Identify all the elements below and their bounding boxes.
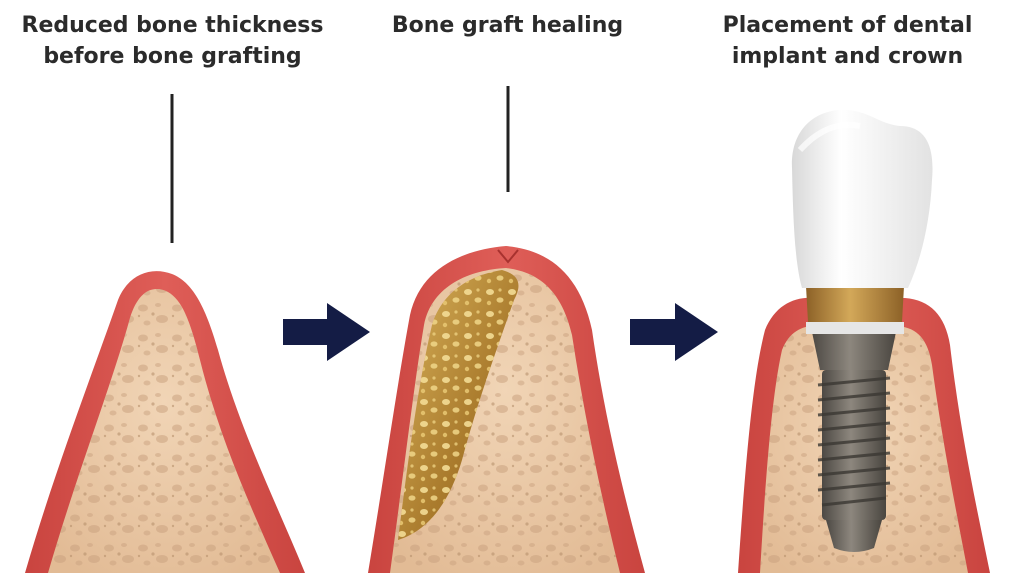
dental-implant bbox=[812, 332, 896, 552]
step-1-label: Reduced bone thickness before bone graft… bbox=[21, 13, 324, 69]
step-3-label: Placement of dental implant and crown bbox=[722, 13, 973, 69]
panel-1-reduced-bone bbox=[25, 94, 305, 573]
arrow-right-icon bbox=[630, 303, 718, 361]
step-2-label: Bone graft healing bbox=[391, 13, 624, 38]
panel-3-implant-crown bbox=[738, 109, 990, 573]
dental-crown bbox=[791, 109, 933, 288]
abutment-gold bbox=[806, 286, 904, 322]
panel-2-graft-healing bbox=[368, 86, 645, 573]
abutment-collar bbox=[806, 322, 904, 334]
arrow-right-icon bbox=[283, 303, 370, 361]
